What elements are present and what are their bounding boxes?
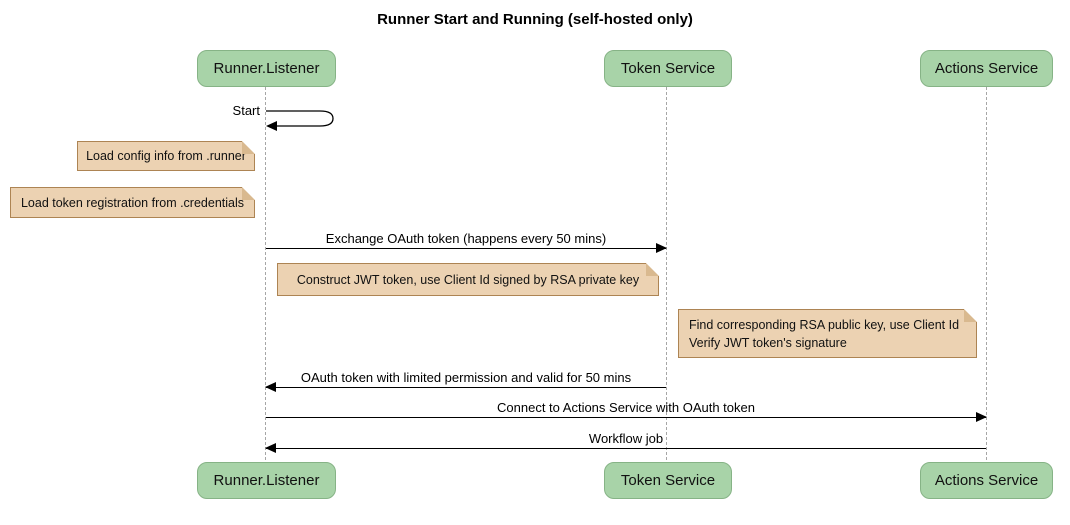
actor-top-actions-service: Actions Service: [920, 50, 1053, 87]
note-load-token-registration: Load token registration from .credential…: [10, 187, 255, 218]
lifeline-token-service: [666, 87, 667, 465]
note-text-line1: Find corresponding RSA public key, use C…: [689, 317, 960, 332]
arrowhead-left-icon: [265, 443, 276, 453]
arrowhead-left-icon: [265, 382, 276, 392]
message-label: Workflow job: [588, 431, 664, 446]
actor-label: Runner.Listener: [213, 60, 320, 77]
arrowhead-right-icon: [976, 412, 987, 422]
actor-bottom-runner-listener: Runner.Listener: [197, 462, 336, 499]
note-text: Construct JWT token, use Client Id signe…: [296, 272, 640, 287]
message-workflow-job: Workflow job: [265, 431, 986, 453]
actor-label: Token Service: [620, 60, 716, 77]
actor-top-runner-listener: Runner.Listener: [197, 50, 336, 87]
diagram-title: Runner Start and Running (self-hosted on…: [377, 11, 693, 28]
self-message-arrow: [266, 110, 334, 131]
note-verify-jwt: Find corresponding RSA public key, use C…: [678, 309, 977, 358]
message-oauth-token-return: OAuth token with limited permission and …: [265, 370, 666, 392]
note-construct-jwt: Construct JWT token, use Client Id signe…: [277, 263, 659, 296]
message-exchange-oauth: Exchange OAuth token (happens every 50 m…: [266, 231, 667, 253]
lifeline-runner-listener: [265, 87, 266, 465]
actor-label: Actions Service: [934, 472, 1039, 489]
message-label: OAuth token with limited permission and …: [300, 370, 632, 385]
note-text: Load config info from .runner: [86, 149, 246, 163]
actor-bottom-actions-service: Actions Service: [920, 462, 1053, 499]
message-connect-actions: Connect to Actions Service with OAuth to…: [266, 400, 987, 422]
actor-label: Runner.Listener: [213, 472, 320, 489]
note-text-line2: Verify JWT token's signature: [689, 335, 847, 350]
note-load-config: Load config info from .runner: [77, 141, 255, 171]
note-text: Load token registration from .credential…: [20, 195, 245, 210]
message-label: Connect to Actions Service with OAuth to…: [497, 400, 755, 415]
message-label: Exchange OAuth token (happens every 50 m…: [325, 231, 607, 246]
actor-bottom-token-service: Token Service: [604, 462, 732, 499]
message-start-label: Start: [232, 103, 260, 118]
actor-label: Actions Service: [934, 60, 1039, 77]
actor-top-token-service: Token Service: [604, 50, 732, 87]
lifeline-actions-service: [986, 87, 987, 465]
arrowhead-right-icon: [656, 243, 667, 253]
actor-label: Token Service: [620, 472, 716, 489]
